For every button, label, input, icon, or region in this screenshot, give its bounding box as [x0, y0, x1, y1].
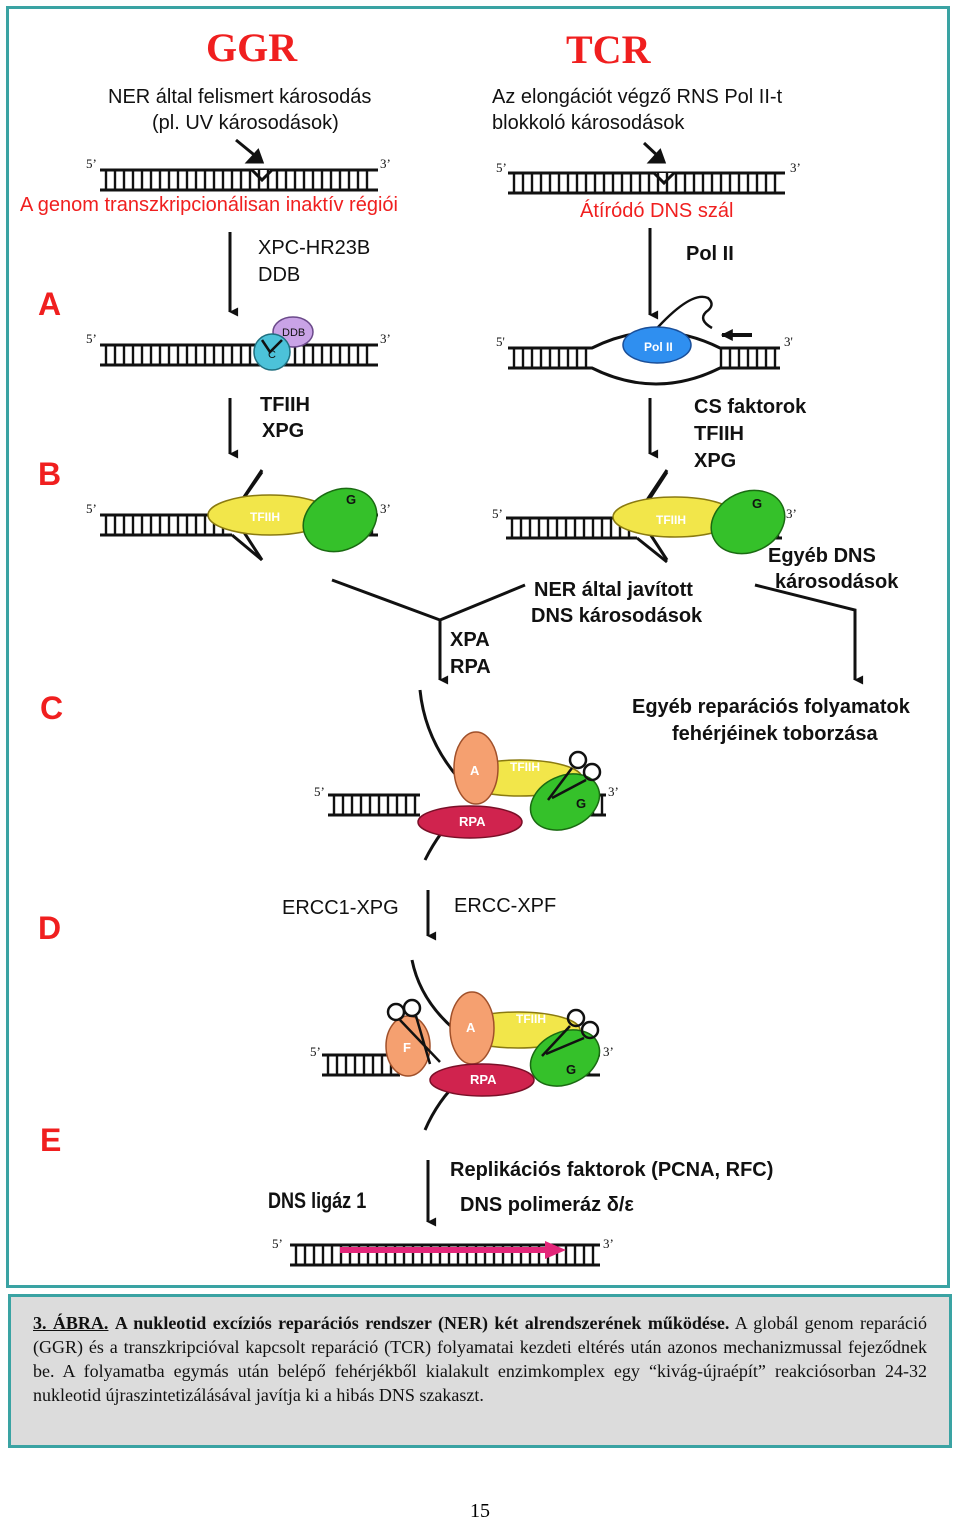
- c-rpa-label: RPA: [459, 814, 486, 829]
- d-xpf-label: F: [403, 1040, 411, 1055]
- end-5-r1-right: 5’: [496, 160, 507, 175]
- tcr-xpg-label: G: [752, 496, 763, 511]
- end-5-re: 5’: [272, 1236, 283, 1251]
- xpf-scissors-icon: [386, 998, 441, 1065]
- tcr-tfiih-label: TFIIH: [656, 513, 686, 527]
- ggr-lesion-mark: [260, 339, 283, 354]
- end-3-ra-left: 3’: [380, 331, 391, 346]
- tcr-damage-line2: blokkoló károsodások: [492, 112, 685, 134]
- ner-pathway-diagram: [100, 138, 864, 1267]
- figure-caption: 3. ÁBRA. A nukleotid excíziós reparációs…: [8, 1294, 952, 1448]
- ner-damage-line2: DNS károsodások: [531, 605, 703, 627]
- d-tfiih-label: TFIIH: [516, 1012, 546, 1026]
- ggr-to-c-arrow: [331, 578, 449, 685]
- end-3-rd: 3’: [603, 1044, 614, 1059]
- d-rpa-label: RPA: [470, 1072, 497, 1087]
- ggr-step-b-line2: XPG: [262, 420, 305, 442]
- end-5-ra-left: 5’: [86, 331, 97, 346]
- tcr-step-a-label: Pol II: [686, 243, 734, 265]
- ddb-label: DDB: [282, 327, 306, 339]
- step-d-complex: [385, 959, 601, 1131]
- caption-title: A nukleotid excíziós reparációs rendszer…: [114, 1313, 730, 1333]
- end-5-rd: 5’: [310, 1044, 321, 1059]
- ggr-tfiih-label: TFIIH: [250, 510, 280, 524]
- replication-factors-label: Replikációs faktorok (PCNA, RFC): [450, 1159, 774, 1181]
- ligase-label: DNS ligáz 1: [268, 1188, 367, 1213]
- page-number: 15: [470, 1500, 490, 1522]
- d-xpa-label: A: [466, 1020, 476, 1035]
- ggr-damage-line2: (pl. UV károsodások): [152, 112, 339, 134]
- step-label-b: B: [38, 456, 62, 492]
- ggr-step-a-line2: DDB: [258, 264, 301, 286]
- tcr-to-c-line: [439, 583, 526, 622]
- tcr-step-b-line1: CS faktorok: [694, 396, 807, 418]
- step-label-c: C: [40, 690, 64, 726]
- step-label-d: D: [38, 910, 62, 946]
- other-damage-line2: károsodások: [775, 571, 899, 593]
- tcr-title: TCR: [566, 27, 651, 72]
- tcr-step-b-line3: XPG: [694, 450, 737, 472]
- ercc-xpf-label: ERCC-XPF: [454, 895, 557, 917]
- end-3-r1-right: 3’: [790, 160, 801, 175]
- repair-line2: fehérjéinek toborzása: [672, 723, 878, 745]
- rna-transcript: [649, 295, 713, 337]
- other-damage-arrow: [754, 583, 864, 685]
- end-5-ra-right: 5': [496, 334, 505, 349]
- d-xpg-label: G: [566, 1062, 577, 1077]
- c-tfiih-label: TFIIH: [510, 760, 540, 774]
- end-3-r1-left: 3’: [380, 156, 391, 171]
- end-3-ra-right: 3': [784, 334, 793, 349]
- xpa-label: XPA: [450, 629, 490, 651]
- ggr-step-a-line1: XPC-HR23B: [258, 237, 371, 259]
- ggr-region-label: A genom transzkripcionálisan inaktív rég…: [20, 194, 398, 216]
- step-c-complex: [417, 689, 602, 861]
- dna-flap-3: [636, 536, 668, 564]
- dna-strand-bottom-3: [508, 366, 780, 386]
- repaired-dna: [340, 1241, 566, 1259]
- step-label-a: A: [38, 286, 62, 322]
- end-5-r1-left: 5’: [86, 156, 97, 171]
- ner-damage-line1: NER által javított: [534, 579, 693, 601]
- end-5-rc: 5’: [314, 784, 325, 799]
- tcr-step-b-line2: TFIIH: [694, 423, 744, 445]
- damage-pointers: [235, 138, 667, 164]
- dna-flap-1: [231, 533, 263, 562]
- c-xpa-label: A: [470, 763, 480, 778]
- ggr-title: GGR: [206, 25, 298, 70]
- xpg-scissors-icon-d: [541, 1008, 600, 1057]
- c-xpg-label: G: [576, 796, 587, 811]
- xpc-label: C: [268, 349, 276, 361]
- pol2-protein: [622, 326, 692, 364]
- tcr-damage-arrowhead: [646, 148, 667, 164]
- caption-body: A globál genom reparáció (GGR) és a tran…: [33, 1313, 927, 1405]
- ggr-damage-arrowhead: [244, 148, 265, 164]
- step-label-e: E: [40, 1122, 62, 1158]
- ercc1-xpg-label: ERCC1-XPG: [282, 897, 399, 919]
- ggr-damage-line1: NER által felismert károsodás: [108, 86, 372, 108]
- rpa-label: RPA: [450, 656, 491, 678]
- figure-frame: [6, 6, 950, 1288]
- repair-line1: Egyéb reparációs folyamatok: [632, 696, 910, 718]
- caption-label: 3. ÁBRA.: [33, 1313, 109, 1333]
- end-5-rb-left: 5’: [86, 501, 97, 516]
- pol2-label: Pol II: [644, 340, 673, 354]
- tcr-strand-label: Átíródó DNS szál: [580, 200, 734, 222]
- end-3-rb-left: 3’: [380, 501, 391, 516]
- other-damage-line1: Egyéb DNS: [768, 545, 876, 567]
- ggr-step-b-line1: TFIIH: [260, 394, 310, 416]
- polymerase-label: DNS polimeráz δ/ε: [460, 1194, 634, 1216]
- end-3-re: 3’: [603, 1236, 614, 1251]
- ggr-step-b-complex: [207, 469, 378, 561]
- end-5-rb-right: 5’: [492, 506, 503, 521]
- ggr-xpg-label: G: [346, 492, 357, 507]
- tcr-damage-line1: Az elongációt végző RNS Pol II-t: [492, 86, 783, 108]
- end-3-rb-right: 3’: [786, 506, 797, 521]
- xpg-scissors-icon: [547, 750, 602, 801]
- tcr-step-b-complex: [612, 469, 786, 561]
- end-3-rc: 3’: [608, 784, 619, 799]
